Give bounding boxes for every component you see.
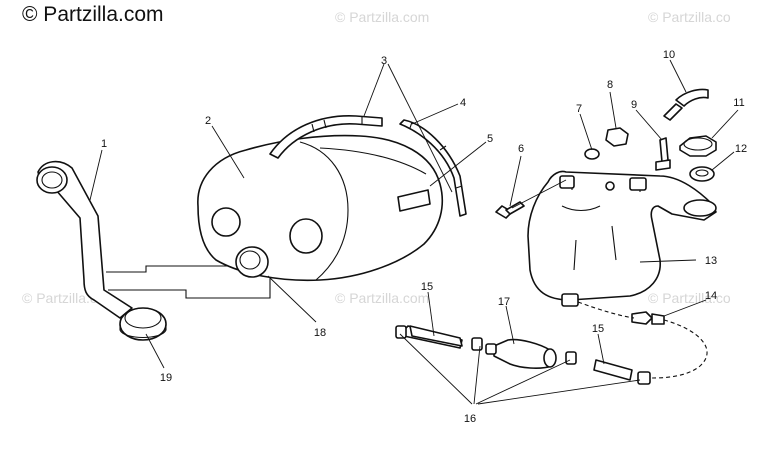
callout-2: 2 — [205, 115, 211, 127]
oil-line-route — [577, 301, 635, 319]
cap-gasket — [689, 166, 715, 182]
oil-reservoir — [197, 134, 444, 282]
reservoir-label-plate — [397, 189, 431, 212]
nut — [605, 127, 629, 147]
watermark-text: © Partzilla.com — [335, 9, 429, 25]
callout-9: 9 — [631, 99, 637, 111]
callout-15-upper: 15 — [421, 281, 433, 293]
watermark-text: © Partzilla.com — [335, 290, 429, 306]
washer — [584, 148, 600, 160]
callout-3: 3 — [381, 55, 387, 67]
oil-fill-tube — [36, 160, 133, 319]
leader-lines — [89, 59, 739, 405]
callout-labels: 1 2 3 4 5 6 7 8 9 10 11 12 13 14 15 15 1… — [101, 49, 747, 425]
callout-1: 1 — [101, 138, 107, 150]
vent-valve — [655, 137, 671, 171]
callout-15-lower: 15 — [592, 323, 604, 335]
callout-6: 6 — [518, 143, 524, 155]
callout-5: 5 — [487, 133, 493, 145]
callout-8: 8 — [607, 79, 613, 91]
callout-17: 17 — [498, 296, 510, 308]
oil-filter — [485, 338, 557, 369]
bracket-outline — [106, 265, 271, 299]
callout-19: 19 — [160, 372, 172, 384]
tank-outlet-fitting — [631, 311, 665, 325]
oil-hose-lower — [565, 351, 651, 385]
bolt — [495, 201, 525, 219]
vent-hose — [269, 115, 383, 159]
callout-16: 16 — [464, 413, 476, 425]
callout-14: 14 — [705, 290, 717, 302]
reservoir-fitting — [235, 246, 269, 278]
oil-line-route — [651, 319, 708, 379]
watermark-text: © Partzilla.co — [648, 9, 731, 25]
callout-4: 4 — [460, 97, 466, 109]
callout-12: 12 — [735, 143, 747, 155]
tank-cap — [679, 135, 717, 157]
callout-10: 10 — [663, 49, 675, 61]
watermark-text: © Partzilla.co — [648, 290, 731, 306]
callout-13: 13 — [705, 255, 717, 267]
partzilla-logo-text: © Partzilla.com — [22, 3, 164, 26]
vent-tube — [663, 88, 709, 121]
callout-7: 7 — [576, 103, 582, 115]
oil-hose-upper — [395, 325, 483, 351]
oil-tank — [527, 170, 717, 307]
callout-11: 11 — [733, 97, 744, 109]
grommet — [119, 307, 167, 341]
watermark-layer: © Partzilla.com © Partzilla.co © Partzil… — [22, 9, 731, 306]
callout-18: 18 — [314, 327, 326, 339]
